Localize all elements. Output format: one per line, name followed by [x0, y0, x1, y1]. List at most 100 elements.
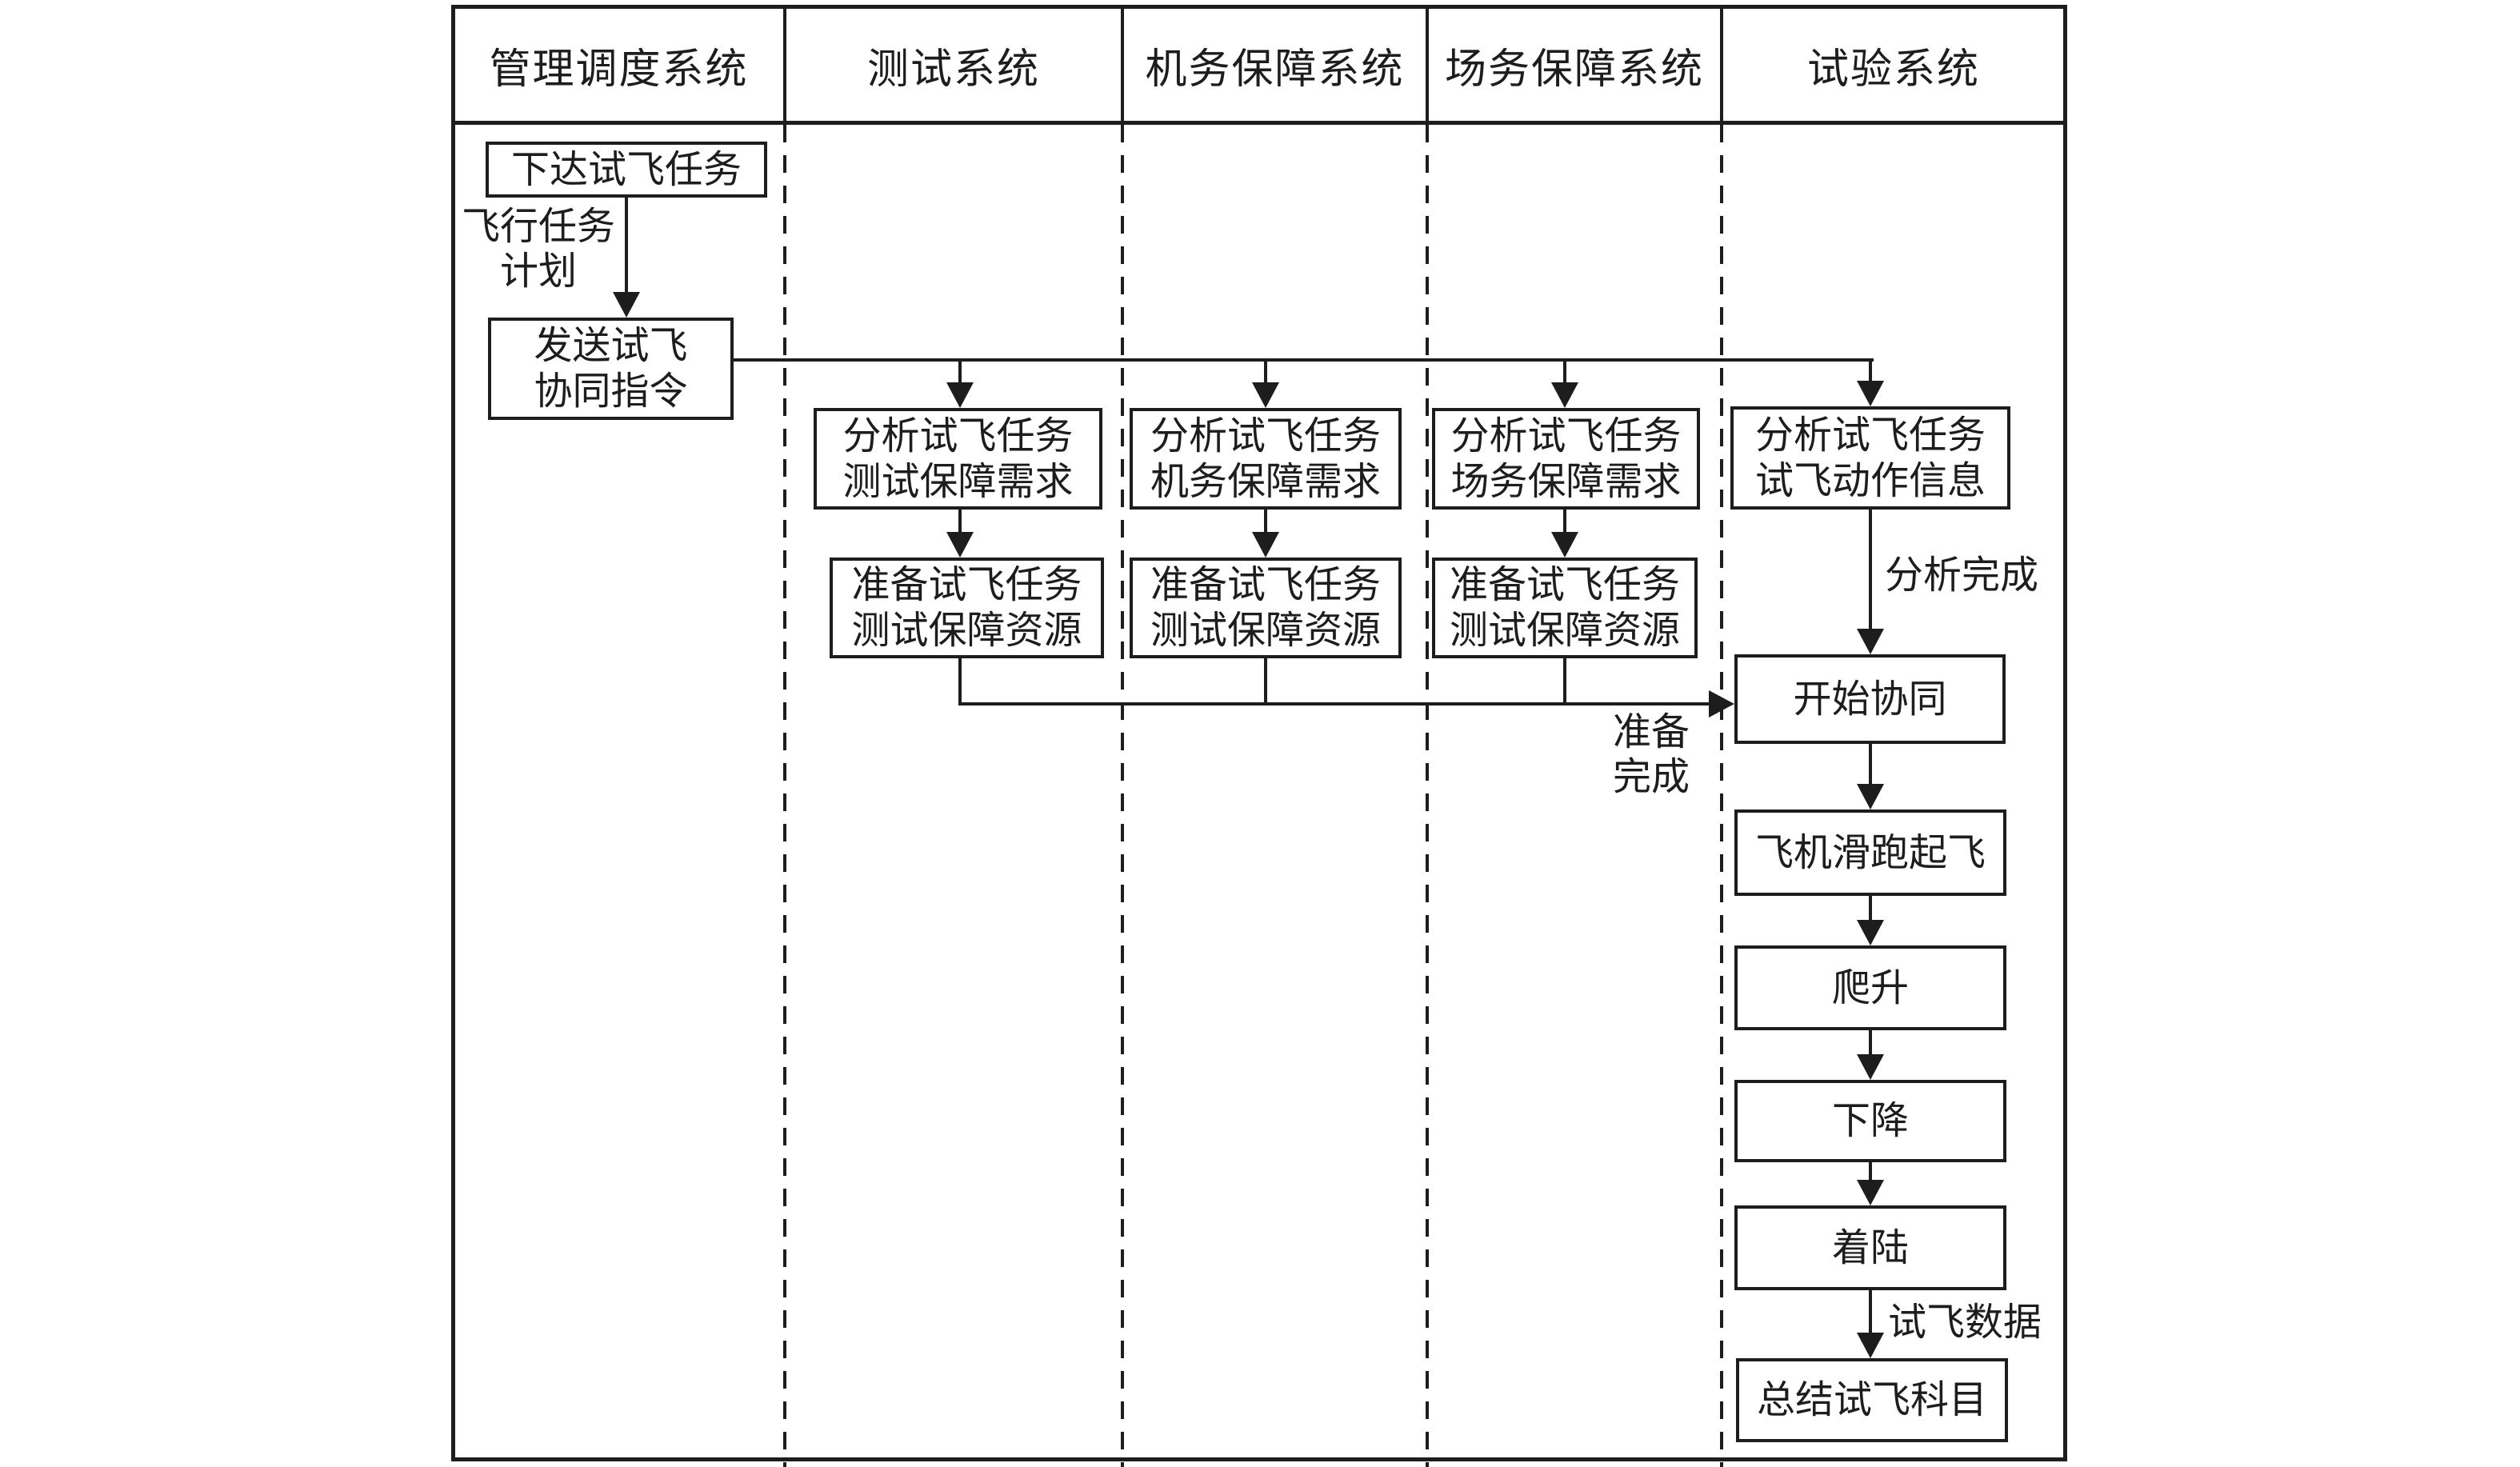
- edge-broadcast-trunk: [734, 358, 1874, 362]
- edge-drop-maintenance-lane: [1264, 360, 1267, 386]
- edge-land-to-summary: [1869, 1290, 1872, 1334]
- arrowhead-right-icon: [1709, 690, 1734, 718]
- edge-prepare-test-down: [958, 658, 962, 706]
- lane-header-field-support: 场务保障系统: [1427, 6, 1722, 124]
- edge-label-flight-task-plan: 飞行任务 计划: [453, 205, 624, 294]
- lane-divider-dashed: [1121, 125, 1124, 1467]
- node-start-coordination: 开始协同: [1734, 654, 2006, 744]
- node-climb: 爬升: [1734, 945, 2006, 1030]
- node-summarize-flight-test-subjects: 总结试飞科目: [1736, 1358, 2008, 1442]
- edge-analyze-to-prepare-maintenance: [1264, 510, 1267, 534]
- edge-climb-to-descend: [1869, 1030, 1872, 1056]
- node-label: 下降: [1831, 1100, 1909, 1142]
- lane-header-label: 试验系统: [1806, 47, 1980, 93]
- node-label-line1: 准备试飞任务: [1150, 564, 1381, 606]
- edge-takeoff-to-climb: [1869, 896, 1872, 921]
- edge-start-to-takeoff: [1869, 744, 1872, 785]
- arrowhead-down-icon: [1857, 920, 1884, 945]
- arrowhead-down-icon: [1551, 382, 1578, 408]
- edge-descend-to-land: [1869, 1162, 1872, 1181]
- node-issue-flight-test-task: 下达试飞任务: [486, 142, 767, 198]
- arrowhead-down-icon: [946, 532, 974, 558]
- node-label: 着陆: [1831, 1226, 1909, 1269]
- edge-analyze-to-prepare-test: [958, 510, 962, 534]
- lane-divider-dashed: [1426, 125, 1429, 1467]
- arrowhead-down-icon: [1857, 1054, 1884, 1080]
- header-divider: [783, 6, 786, 124]
- node-label-line2: 机务保障需求: [1150, 460, 1381, 503]
- edge-label-line1: 飞行任务: [461, 206, 615, 248]
- node-label: 下达试飞任务: [510, 148, 742, 191]
- edge-preparation-merge: [958, 702, 1710, 706]
- lane-header-label: 机务保障系统: [1145, 47, 1405, 93]
- node-analyze-flight-action-info: 分析试飞任务 试飞动作信息: [1730, 406, 2010, 510]
- node-prepare-maintenance-support-resources: 准备试飞任务 测试保障资源: [1130, 558, 1402, 658]
- edge-analysis-done: [1869, 510, 1872, 631]
- lane-divider-dashed: [783, 125, 786, 1467]
- node-analyze-test-support-needs: 分析试飞任务 测试保障需求: [814, 408, 1102, 510]
- node-label-line2: 测试保障资源: [1150, 610, 1381, 652]
- header-divider: [1426, 6, 1429, 124]
- edge-label-flight-data: 试飞数据: [1888, 1301, 2042, 1345]
- node-analyze-maintenance-support-needs: 分析试飞任务 机务保障需求: [1130, 408, 1402, 510]
- node-prepare-field-support-resources: 准备试飞任务 测试保障资源: [1432, 558, 1698, 658]
- node-label-line2: 测试保障资源: [851, 610, 1082, 652]
- node-send-coordination-command: 发送试飞 协同指令: [488, 318, 734, 420]
- node-analyze-field-support-needs: 分析试飞任务 场务保障需求: [1432, 408, 1700, 510]
- edge-label-analysis-done: 分析完成: [1885, 554, 2038, 598]
- arrowhead-down-icon: [1857, 629, 1884, 654]
- arrowhead-down-icon: [613, 292, 640, 318]
- node-label-line2: 协同指令: [534, 370, 688, 413]
- node-label: 飞机滑跑起飞: [1754, 831, 1986, 874]
- node-label-line1: 分析试飞任务: [1150, 414, 1381, 458]
- node-label: 爬升: [1831, 966, 1909, 1009]
- arrowhead-down-icon: [1857, 381, 1884, 406]
- lane-header-label: 管理调度系统: [489, 47, 749, 93]
- node-land: 着陆: [1734, 1205, 2006, 1290]
- node-label: 开始协同: [1793, 678, 1947, 721]
- node-descend: 下降: [1734, 1080, 2006, 1162]
- edge-drop-field-lane: [1563, 360, 1566, 386]
- edge-label-preparation-done: 准备 完成: [1600, 710, 1702, 800]
- node-takeoff-roll: 飞机滑跑起飞: [1734, 809, 2006, 896]
- diagram-border: [451, 5, 2067, 1461]
- lane-header-experiment-system: 试验系统: [1722, 6, 2066, 124]
- node-label-line1: 发送试飞: [534, 325, 688, 367]
- arrowhead-down-icon: [1252, 382, 1279, 408]
- edge-label-line2: 计划: [499, 250, 577, 293]
- lane-divider-dashed: [1720, 125, 1723, 1467]
- header-separator-line: [453, 121, 2066, 125]
- edge-analyze-to-prepare-field: [1563, 510, 1566, 534]
- node-label-line2: 场务保障需求: [1450, 460, 1682, 503]
- lane-header-label: 测试系统: [866, 47, 1040, 93]
- arrowhead-down-icon: [1857, 784, 1884, 809]
- arrowhead-down-icon: [1551, 532, 1578, 558]
- node-label-line2: 测试保障资源: [1449, 610, 1680, 652]
- lane-header-label: 场务保障系统: [1444, 47, 1704, 93]
- edge-drop-experiment-lane: [1869, 360, 1872, 384]
- lane-header-test-system: 测试系统: [785, 6, 1122, 124]
- node-label-line1: 分析试飞任务: [1450, 414, 1682, 458]
- node-label-line1: 准备试飞任务: [851, 564, 1082, 606]
- arrowhead-down-icon: [1857, 1180, 1884, 1205]
- lane-header-maintenance-support: 机务保障系统: [1122, 6, 1427, 124]
- header-divider: [1121, 6, 1124, 124]
- edge-prepare-field-down: [1563, 658, 1566, 706]
- edge-label-line2: 完成: [1612, 756, 1690, 798]
- edge-drop-test-lane: [958, 360, 962, 386]
- header-divider: [1720, 6, 1723, 124]
- node-label: 总结试飞科目: [1756, 1379, 1987, 1421]
- edge-prepare-maintenance-down: [1264, 658, 1267, 706]
- node-prepare-test-support-resources: 准备试飞任务 测试保障资源: [830, 558, 1104, 658]
- arrowhead-down-icon: [946, 382, 974, 408]
- lane-header-management-dispatch: 管理调度系统: [453, 6, 785, 124]
- edge-label-text: 分析完成: [1885, 554, 2039, 597]
- edge-label-text: 试飞数据: [1888, 1301, 2042, 1344]
- node-label-line2: 测试保障需求: [842, 460, 1074, 503]
- node-label-line1: 分析试飞任务: [842, 414, 1074, 458]
- edge-issue-to-send: [625, 198, 628, 292]
- arrowhead-down-icon: [1857, 1333, 1884, 1358]
- arrowhead-down-icon: [1252, 532, 1279, 558]
- node-label-line2: 试飞动作信息: [1754, 459, 1986, 502]
